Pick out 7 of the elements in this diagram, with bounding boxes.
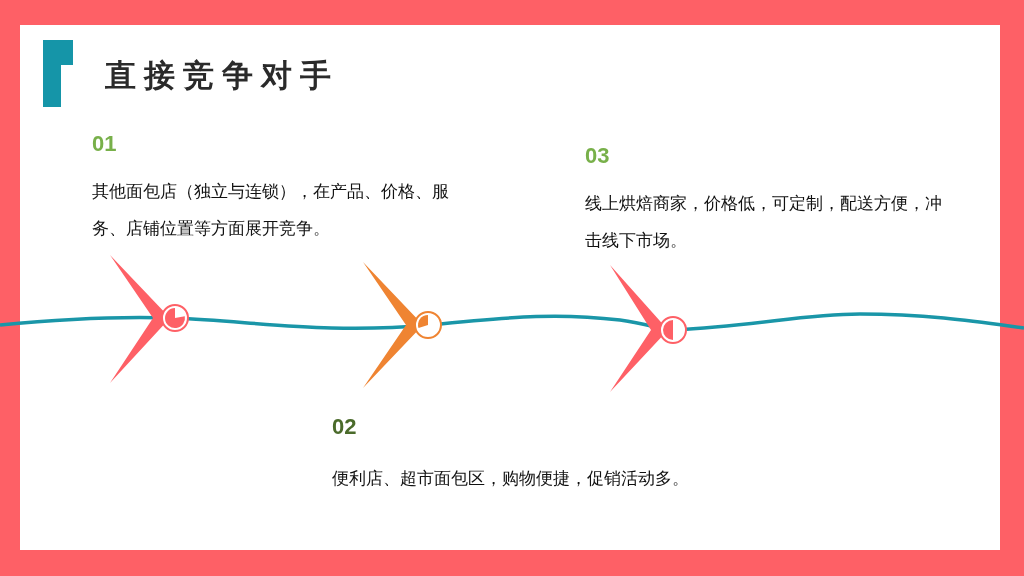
step-number: 02: [332, 414, 357, 440]
description-text: 便利店、超市面包区，购物便捷，促销活动多。: [332, 467, 690, 490]
step-number: 01: [92, 131, 117, 157]
step-number: 03: [585, 143, 610, 169]
description-text: 线上烘焙商家，价格低，可定制，配送方便，冲击线下市场。: [585, 192, 943, 252]
page-title: 直接竞争对手: [105, 56, 339, 95]
description-text: 其他面包店（独立与连锁），在产品、价格、服务、店铺位置等方面展开竞争。: [92, 180, 450, 240]
